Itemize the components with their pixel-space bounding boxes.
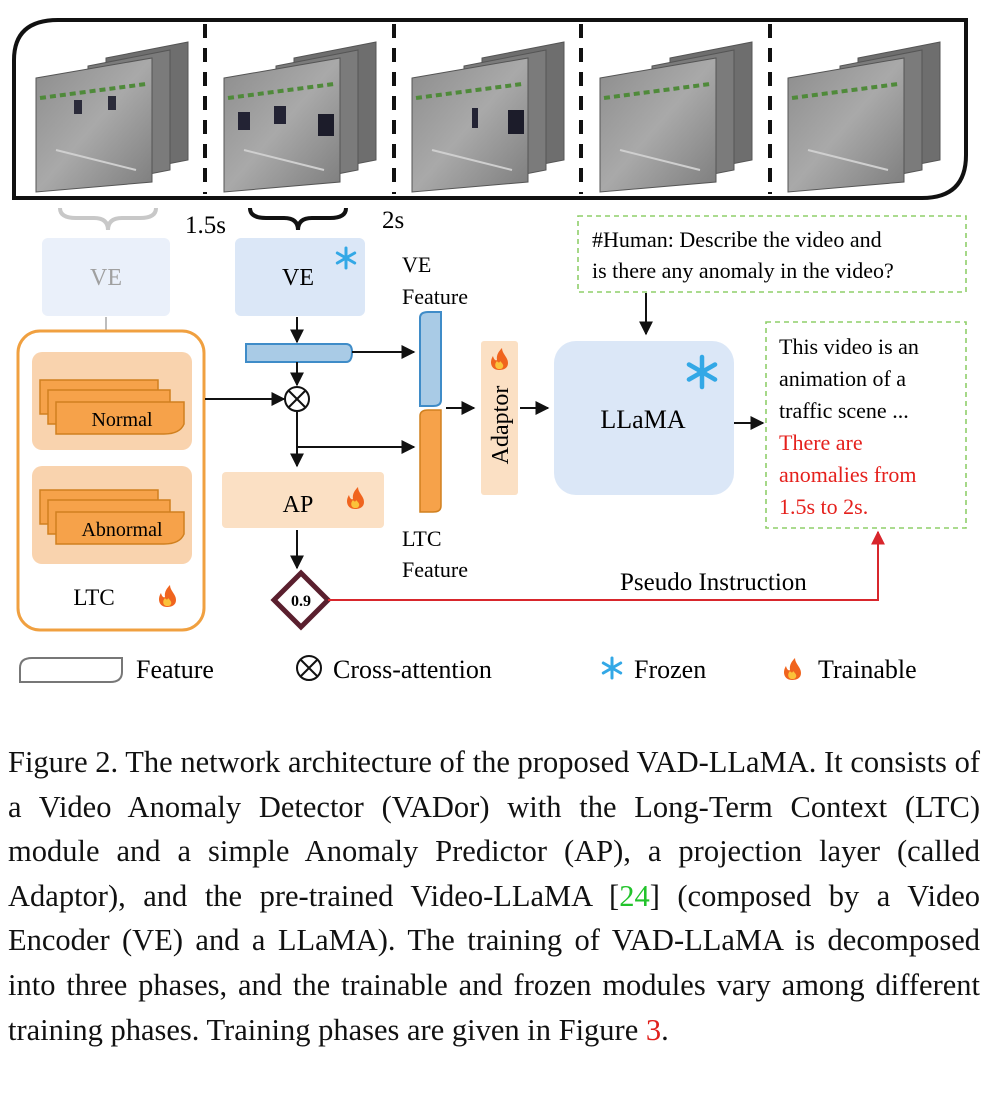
frame-group-2 — [223, 41, 377, 193]
response-line1: This video is an — [779, 334, 919, 359]
ve-feature-bar — [245, 343, 354, 363]
llama-label: LLaMA — [600, 405, 685, 434]
caption-part-2: ] (composed by a Video Encoder (VE) and … — [8, 878, 980, 1047]
ve-feature-label-line2: Feature — [402, 284, 468, 309]
anomaly-score-diamond — [270, 569, 332, 631]
legend-feature-icon — [19, 657, 123, 683]
legend-snowflake-icon — [601, 656, 623, 680]
human-prompt-box — [577, 215, 967, 293]
pseudo-instruction-arrow — [328, 530, 885, 601]
legend-frozen-label: Frozen — [634, 655, 706, 684]
ap-box — [222, 472, 384, 528]
legend-cross-attention-label: Cross-attention — [333, 655, 492, 684]
response-line2: animation of a — [779, 366, 906, 391]
ltc-abnormal-label: Abnormal — [81, 519, 163, 541]
time-label-end: 2s — [382, 207, 404, 234]
response-line4: There are — [779, 430, 863, 455]
time-label-start: 1.5s — [185, 212, 226, 239]
caption-citation-link[interactable]: 24 — [619, 878, 650, 913]
architecture-diagram: 1.5s 2s VE Normal Abnormal LTC VE — [12, 18, 968, 684]
legend-cross-attention-icon — [296, 655, 322, 681]
response-line6: 1.5s to 2s. — [779, 494, 868, 519]
human-prompt-line2: is there any anomaly in the video? — [592, 258, 894, 283]
frame-group-4 — [599, 41, 753, 193]
ve-main-box — [235, 238, 365, 316]
ltc-label: LTC — [73, 585, 114, 610]
caption-figure-link[interactable]: 3 — [645, 1012, 662, 1047]
human-prompt-line1: #Human: Describe the video and — [592, 227, 882, 252]
legend-fire-icon — [784, 658, 801, 680]
ve-main-label: VE — [282, 265, 314, 291]
response-line3: traffic scene ... — [779, 398, 909, 423]
response-line5: anomalies from — [779, 462, 916, 487]
cross-attention-icon — [284, 386, 310, 412]
left-brace — [58, 207, 158, 231]
anomaly-score-value: 0.9 — [291, 593, 311, 610]
caption-part-1: Figure 2. The network architecture of th… — [8, 745, 980, 913]
video-frame-strip — [12, 18, 968, 200]
ltc-feature-label-line1: LTC — [402, 526, 442, 551]
caption-part-3: . — [661, 1012, 669, 1047]
ltc-feature-label-line2: Feature — [402, 557, 468, 582]
response-box — [765, 321, 967, 529]
figure-caption: Figure 2. The network architecture of th… — [8, 740, 980, 1052]
ve-feature-label-line1: VE — [402, 252, 431, 277]
ap-label: AP — [283, 492, 314, 518]
ltc-feature-block — [419, 409, 442, 513]
ltc-module: Normal Abnormal LTC — [16, 329, 206, 632]
adaptor-label: Adaptor — [488, 386, 514, 465]
pseudo-instruction-label: Pseudo Instruction — [620, 569, 807, 596]
frame-group-5 — [787, 41, 941, 193]
ltc-normal-label: Normal — [91, 409, 153, 431]
ve-faded-box — [42, 238, 170, 316]
main-brace — [248, 207, 348, 231]
ve-faded-label: VE — [90, 265, 122, 291]
legend: Feature Cross-attention Frozen Trainable — [19, 655, 917, 684]
adaptor-box — [481, 341, 518, 495]
frame-group-3 — [411, 41, 565, 193]
ve-feature-block — [419, 311, 442, 407]
legend-feature-label: Feature — [136, 655, 214, 684]
frame-group-1 — [35, 41, 189, 193]
legend-trainable-label: Trainable — [818, 655, 917, 684]
